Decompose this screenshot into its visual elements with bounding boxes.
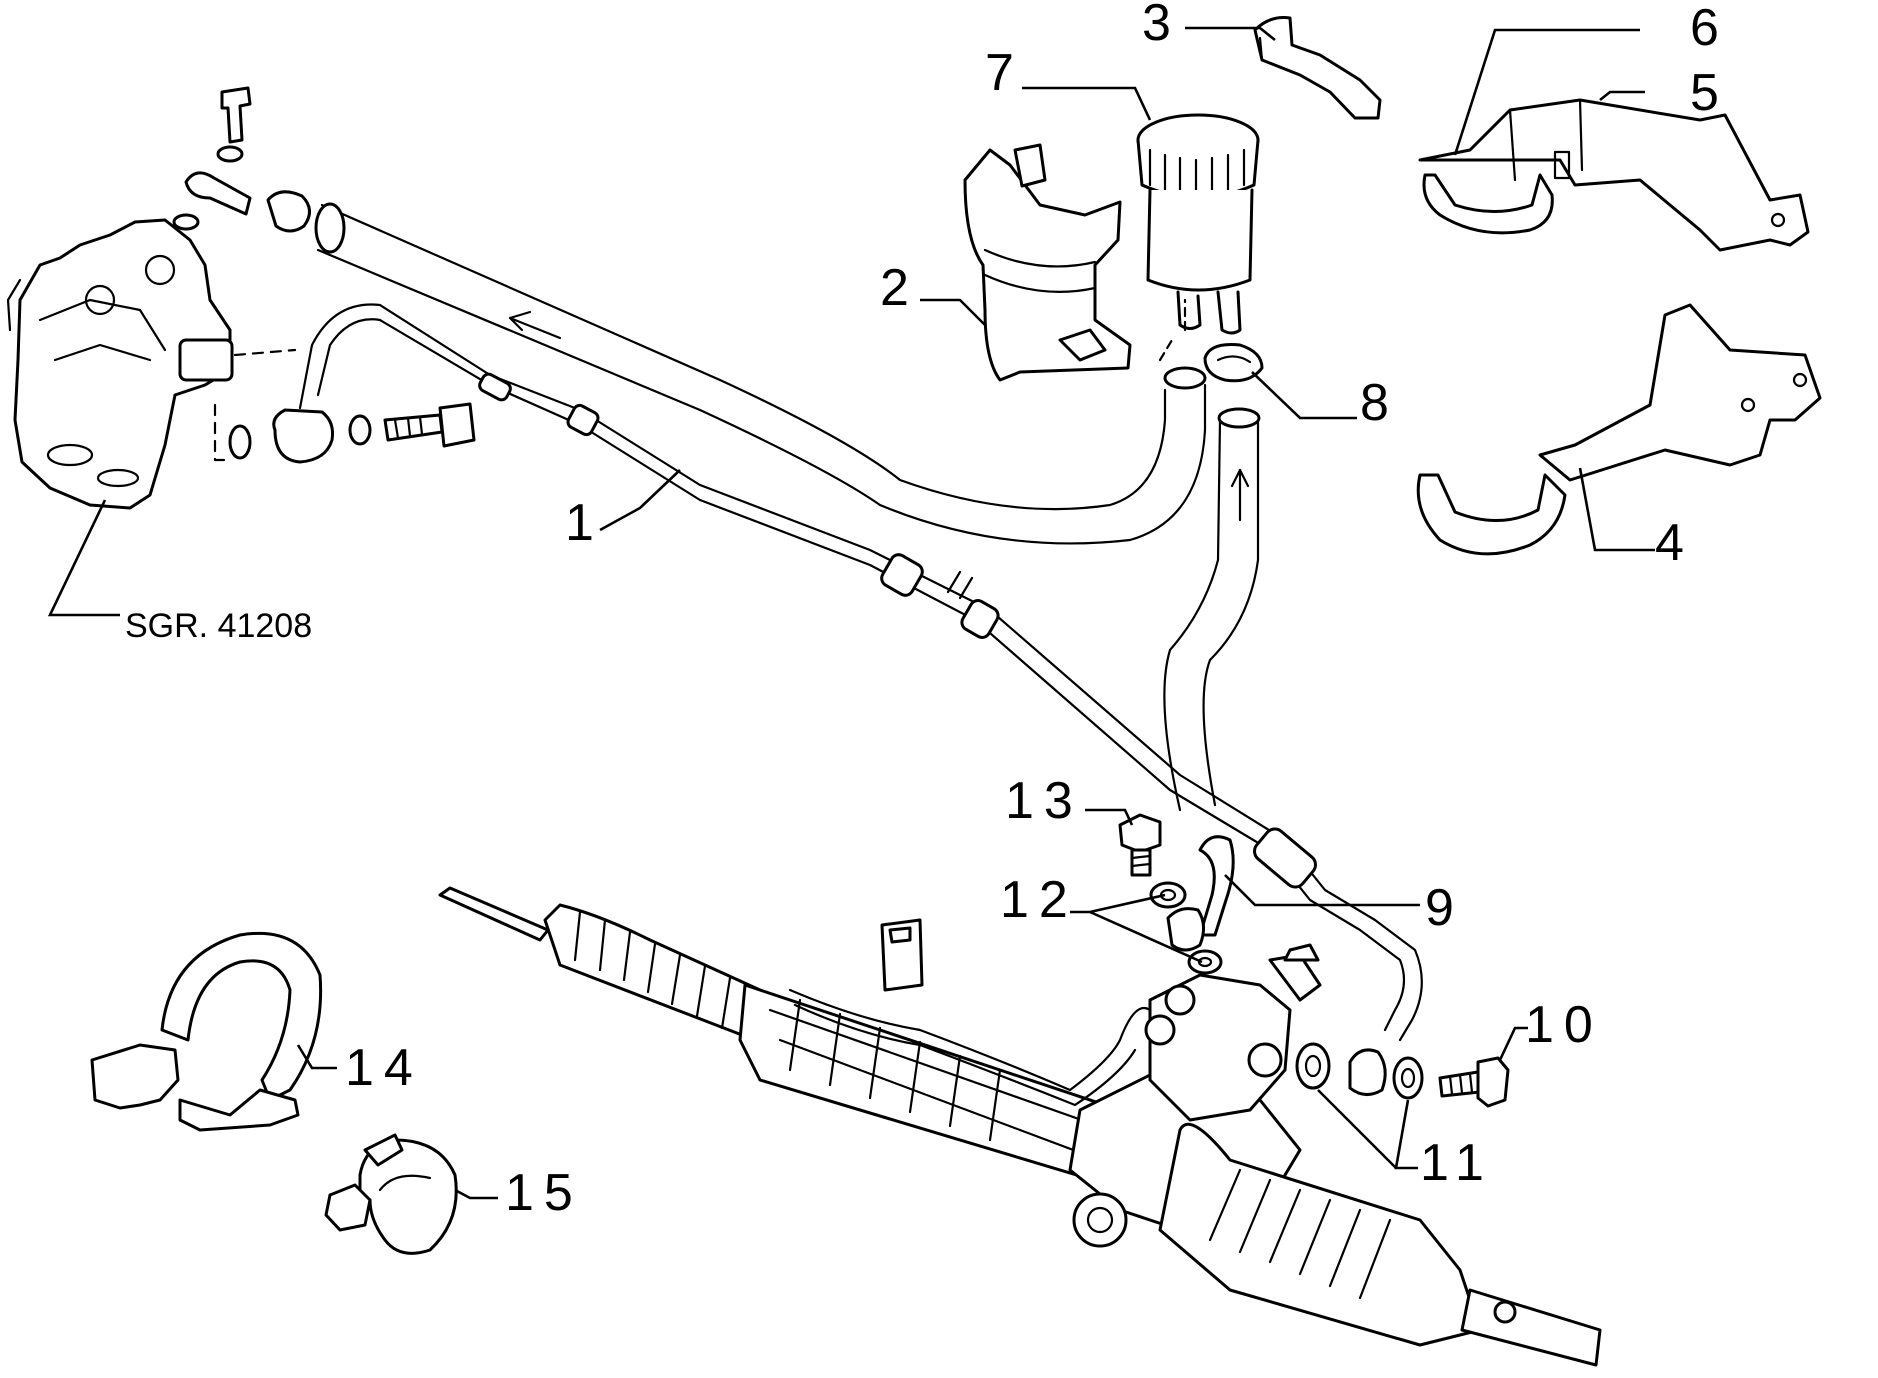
supply-hose xyxy=(1163,407,1261,812)
callout-7: 7 xyxy=(985,44,1024,102)
callout-11: 11 xyxy=(1420,1134,1494,1192)
callout-15: 15 xyxy=(505,1164,583,1222)
callout-5: 5 xyxy=(1690,64,1729,122)
callout-3: 3 xyxy=(1142,0,1181,52)
bolt-13 xyxy=(1118,813,1162,877)
steering-rack xyxy=(438,886,1602,1367)
clip-3 xyxy=(1253,16,1382,120)
callout-6: 6 xyxy=(1690,0,1729,57)
bolt-10 xyxy=(1438,1056,1510,1108)
callout-2: 2 xyxy=(880,259,919,317)
bracket-4 xyxy=(1416,303,1822,556)
callout-10: 10 xyxy=(1525,996,1603,1054)
reservoir-feed-stub xyxy=(1158,298,1187,362)
callout-labels: SGR. 41208 1 2 3 4 5 6 7 8 9 10 11 12 13… xyxy=(125,0,1729,1222)
fluid-reservoir xyxy=(1136,113,1260,335)
leader-lines xyxy=(47,26,1655,1200)
callout-4: 4 xyxy=(1655,514,1694,572)
callout-14: 14 xyxy=(345,1039,423,1097)
pump-banjo-fitting xyxy=(228,402,476,464)
clamp-15 xyxy=(324,1133,458,1255)
washers-12 xyxy=(1149,881,1223,975)
washers-11 xyxy=(1295,1042,1424,1100)
return-hose xyxy=(314,202,1207,545)
pump-bolt-set xyxy=(172,86,311,233)
pump-dashed-guides xyxy=(213,348,297,462)
pressure-line xyxy=(298,303,1423,1042)
hose-clamp-8 xyxy=(1203,343,1264,383)
callout-8: 8 xyxy=(1360,374,1399,432)
callout-1: 1 xyxy=(565,494,604,552)
reference-label: SGR. 41208 xyxy=(125,607,312,645)
callout-9: 9 xyxy=(1425,879,1464,937)
callout-12: 12 xyxy=(1000,871,1078,929)
rack-pipe-9 xyxy=(1198,835,1235,937)
power-steering-pump xyxy=(6,218,234,510)
reservoir-bracket xyxy=(963,143,1132,382)
bracket-5-6 xyxy=(1418,98,1810,252)
rack-valve-body xyxy=(788,918,1322,1122)
clamp-14 xyxy=(90,931,323,1132)
callout-13: 13 xyxy=(1005,772,1083,830)
